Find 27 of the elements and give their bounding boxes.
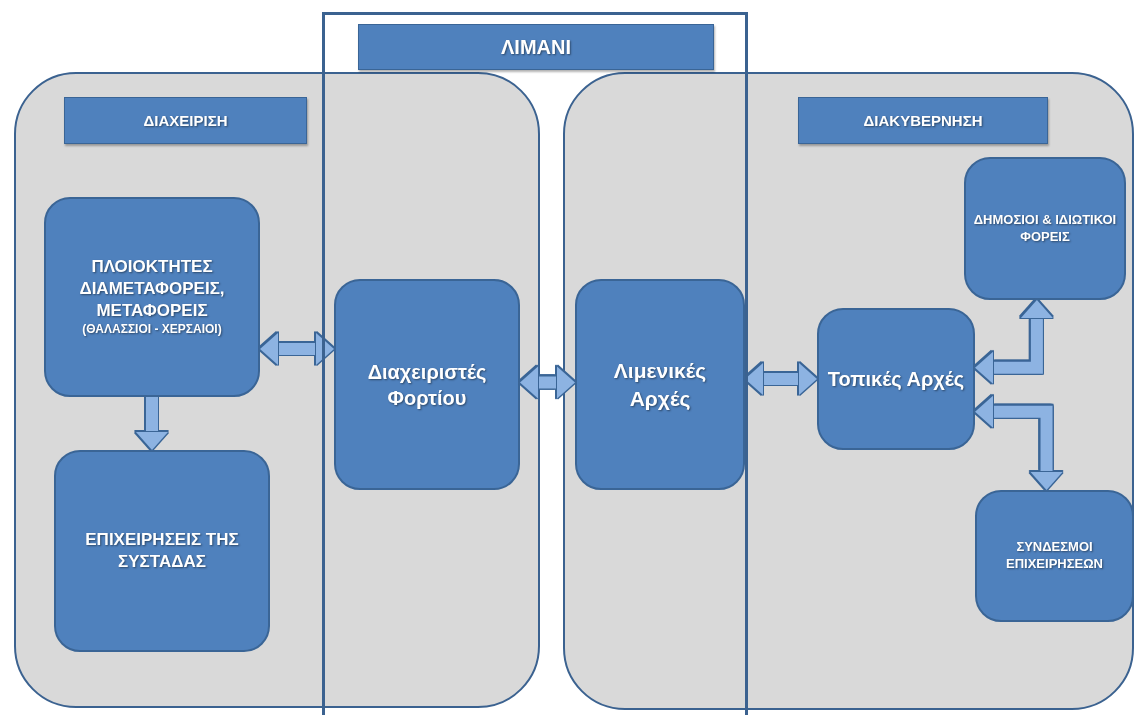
process-box — [54, 450, 270, 652]
box-label: Τοπικές Αρχές — [827, 367, 965, 392]
title-bar — [358, 24, 714, 70]
section-heading: ΔΙΑΧΕΙΡΙΣΗ — [64, 97, 307, 144]
box-label: ΠΛΟΙΟΚΤΗΤΕΣ ΔΙΑΜΕΤΑΦΟΡΕΙΣ, ΜΕΤΑΦΟΡΕΙΣ — [78, 256, 226, 323]
process-box — [575, 279, 745, 490]
block-arrow — [136, 397, 168, 450]
box-label: Διαχειριστές Φορτίου — [366, 359, 488, 411]
block-arrow — [520, 366, 575, 399]
box-label: ΕΠΙΧΕΙΡΗΣΕΙΣ ΤΗΣ ΣΥΣΤΑΔΑΣ — [84, 528, 240, 573]
box-label: ΔΗΜΟΣΙΟΙ & ΙΔΙΩΤΙΚΟΙ ΦΟΡΕΙΣ — [972, 211, 1118, 246]
process-box — [975, 490, 1134, 622]
process-box — [964, 157, 1126, 300]
block-arrow — [745, 363, 817, 395]
box-sublabel: (ΘΑΛΑΣΣΙΟΙ - ΧΕΡΣΑΙΟΙ) — [82, 322, 222, 338]
block-arrow — [975, 395, 1063, 490]
process-box — [817, 308, 975, 450]
process-box — [44, 197, 260, 397]
section-heading: ΔΙΑΚΥΒΕΡΝΗΣΗ — [798, 97, 1048, 144]
block-arrow — [260, 333, 334, 365]
group-panel — [563, 72, 1134, 710]
group-panel — [14, 72, 540, 708]
box-label: ΣΥΝΔΕΣΜΟΙ ΕΠΙΧΕΙΡΗΣΕΩΝ — [1005, 539, 1104, 573]
box-label: Λιμενικές Αρχές — [612, 358, 708, 412]
box-label: ΛΙΜΑΝΙ — [501, 35, 571, 60]
block-arrow — [975, 300, 1053, 384]
process-box — [334, 279, 520, 490]
